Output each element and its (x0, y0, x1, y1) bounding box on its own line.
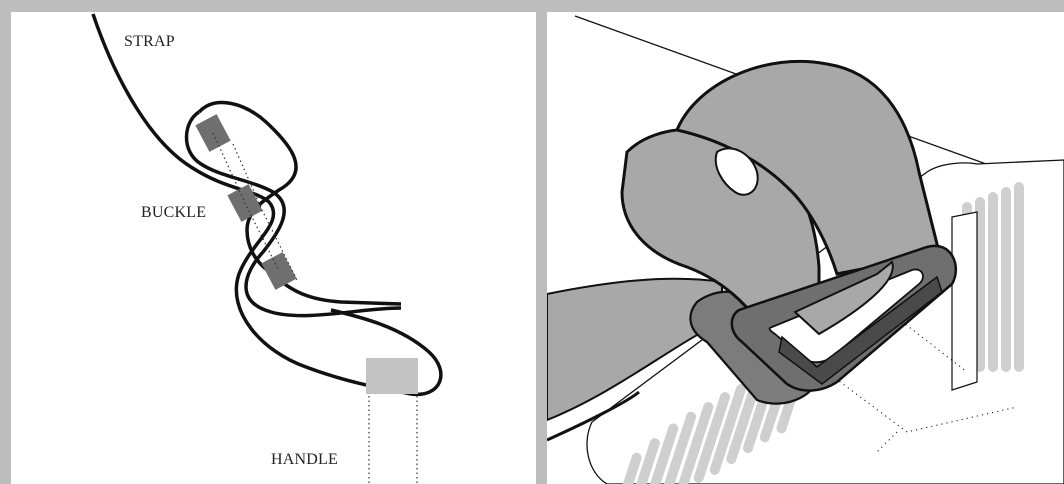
buckle-front-bar (778, 275, 943, 385)
label-buckle: BUCKLE (141, 204, 206, 221)
handle-upright (951, 211, 978, 391)
buckle-guide-line (212, 132, 280, 272)
buckle-block-low (261, 252, 297, 290)
strap-through-buckle (793, 260, 894, 336)
strap-line (91, 13, 443, 397)
strap-loop-inner (197, 100, 298, 276)
label-strap: STRAP (124, 33, 175, 50)
strap-perspective (547, 15, 1064, 484)
strap-schematic: STRAP BUCKLE HANDLE (91, 13, 443, 484)
schematic-panel: STRAP BUCKLE HANDLE (11, 12, 536, 484)
strap-loop-outer (184, 110, 402, 318)
handle-block (366, 358, 418, 394)
label-handle: HANDLE (271, 451, 338, 468)
strap-loop-opening (714, 147, 759, 196)
perspective-panel (547, 12, 1064, 484)
strap-lower-edge (547, 390, 640, 442)
